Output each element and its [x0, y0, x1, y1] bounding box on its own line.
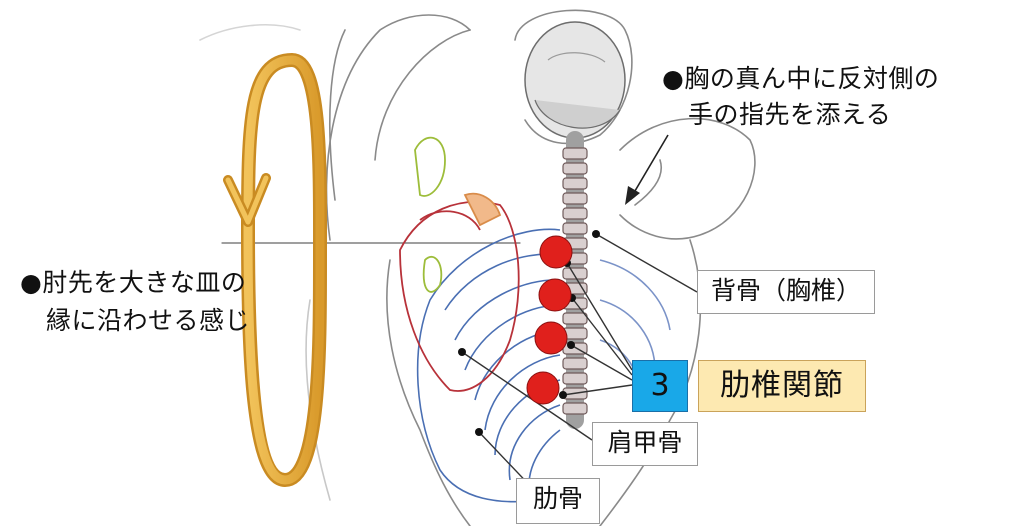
step-number: 3: [632, 360, 688, 412]
scapula-illustration: [399, 136, 520, 392]
rotation-arrow: [223, 53, 328, 488]
pointer-arrow: [625, 134, 669, 205]
note-left-line1: ●肘先を大きな皿の: [20, 268, 247, 297]
spine-illustration: [562, 131, 588, 429]
leader-lines: [461, 233, 698, 493]
label-ribs: 肋骨: [516, 478, 600, 524]
joint-marker-4: [526, 371, 560, 405]
skull-illustration: [524, 21, 626, 139]
note-left-line2: 縁に沿わせる感じ: [46, 306, 251, 335]
label-scapula: 肩甲骨: [592, 422, 698, 466]
step-title: 肋椎関節: [698, 360, 866, 412]
joint-marker-1: [539, 235, 573, 269]
joint-marker-2: [538, 278, 572, 312]
joint-marker-3: [534, 321, 568, 355]
note-top-right-line2: 手の指先を添える: [688, 100, 892, 129]
label-spine: 背骨（胸椎）: [697, 270, 875, 314]
costovertebral-joint-markers: [526, 235, 573, 405]
note-top-right-line1: ●胸の真ん中に反対側の: [662, 64, 940, 93]
